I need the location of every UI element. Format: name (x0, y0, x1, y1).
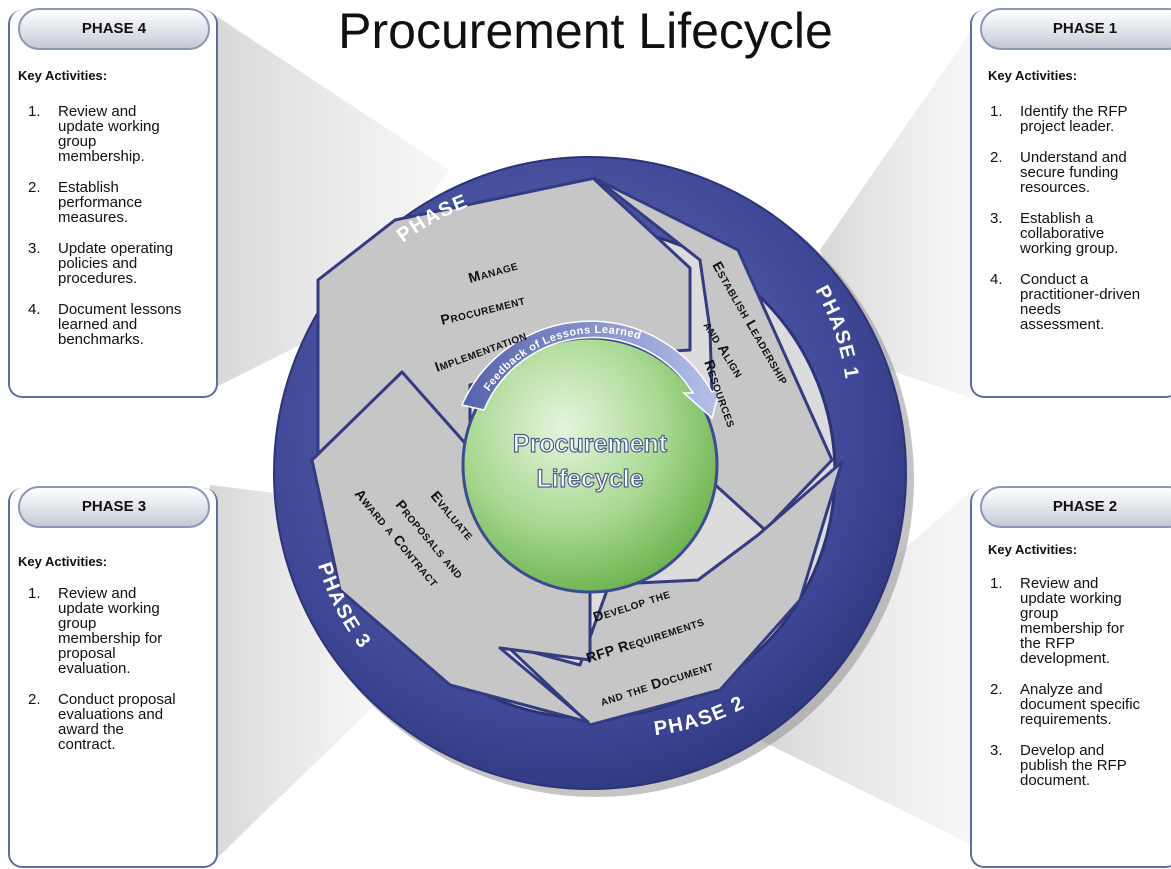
panel-phase3-heading: PHASE 3 (18, 486, 210, 528)
panel-phase3-key-label: Key Activities: (18, 554, 108, 569)
panel-phase1-key-label: Key Activities: (988, 68, 1078, 83)
panel-phase4-heading: PHASE 4 (18, 8, 210, 50)
panel-phase4-key-label: Key Activities: (18, 68, 108, 83)
beam-phase4 (210, 12, 450, 390)
panel-phase1: PHASE 1 Key Activities: 1.Identify the R… (970, 8, 1171, 398)
cycle-arrows (310, 176, 844, 727)
panel-phase2-heading: PHASE 2 (980, 486, 1171, 528)
beam-phase2 (760, 490, 972, 845)
page-title: Procurement Lifecycle (338, 3, 833, 59)
panel-phase2-key-label: Key Activities: (988, 542, 1078, 557)
center-title-line2: Lifecycle (536, 465, 643, 493)
feedback-arrow (460, 320, 722, 420)
panel-phase1-heading: PHASE 1 (980, 8, 1171, 50)
center-title-line1: Procurement (513, 430, 668, 458)
